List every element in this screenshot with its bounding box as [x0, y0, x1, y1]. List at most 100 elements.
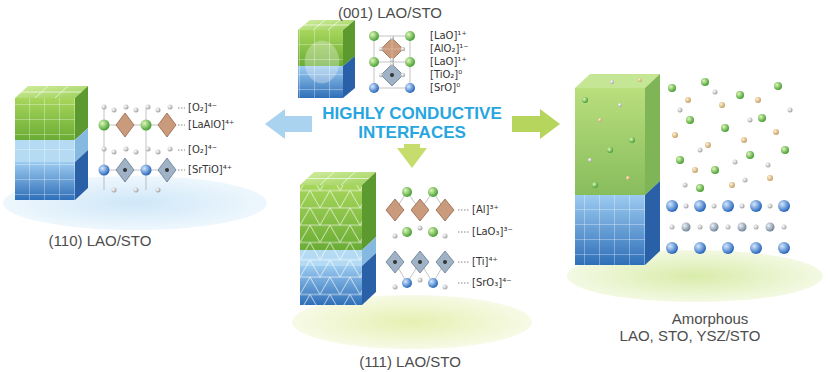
crystal-110: [168, 105, 173, 110]
crystal-amorphous: [698, 225, 703, 230]
crystal-amorphous: [726, 225, 731, 230]
crystal-amorphous: [698, 148, 703, 153]
crystal-001: [369, 31, 379, 41]
layer-charge-label: [AlO₂]¹⁻: [430, 42, 469, 56]
layer-charge-label: [Ti]⁴⁺: [472, 255, 498, 269]
crystal-amorphous: [722, 242, 734, 254]
crystal-amorphous: [767, 175, 773, 181]
crystal-amorphous: [743, 178, 748, 183]
crystal-001: [405, 57, 415, 67]
crystal-001: [390, 58, 394, 62]
crystal-amorphous: [748, 118, 753, 123]
label-anchor: [O₂]⁴⁻: [188, 101, 217, 115]
crystal-111: [443, 285, 448, 290]
crystal-amorphous: [686, 116, 694, 124]
cube-110: [15, 98, 75, 200]
cube-amorphous: [575, 195, 645, 265]
crystal-001: [405, 83, 415, 93]
crystal-111: [402, 278, 412, 288]
headline-text: HIGHLY CONDUCTIVE INTERFACES: [312, 104, 512, 142]
cube-amorphous: [629, 137, 635, 143]
crystal-amorphous: [746, 151, 754, 159]
crystal-111: [386, 251, 404, 273]
crystal-001: [369, 57, 379, 67]
layer-charge-label: [LaO]¹⁺: [430, 55, 467, 69]
crystal-001: [401, 73, 405, 77]
crystal-amorphous: [684, 204, 689, 209]
crystal-amorphous: [788, 108, 793, 113]
crystal-amorphous: [781, 146, 789, 154]
crystal-amorphous: [711, 166, 719, 174]
cube-001: [298, 30, 343, 98]
crystal-amorphous: [713, 90, 718, 95]
layer-charge-label: [O₂]⁴⁻: [188, 143, 217, 157]
label-anchor: [LaO₃]³⁻: [472, 225, 513, 239]
crystal-amorphous: [778, 242, 790, 254]
cube-amorphous: [575, 88, 645, 195]
crystal-111: [428, 227, 438, 237]
crystal-110: [99, 120, 110, 131]
crystal-amorphous: [678, 108, 683, 113]
crystal-111: [395, 192, 445, 283]
layer-charge-label: [SrO]⁰: [430, 81, 460, 95]
cube-111: [362, 253, 376, 305]
crystal-111: [411, 251, 429, 273]
crystal-110: [116, 158, 134, 182]
crystal-001: [390, 62, 394, 66]
crystal-amorphous: [666, 200, 678, 212]
cube-amorphous: [618, 103, 622, 107]
crystal-111: [436, 199, 454, 221]
crystal-001: [369, 31, 415, 93]
panel-amorphous: Amorphous LAO, STO, YSZ/STO: [560, 65, 825, 357]
crystal-001: [405, 31, 415, 41]
crystal-amorphous: [766, 223, 775, 232]
crystal-amorphous: [668, 84, 676, 92]
label-anchor: [TiO₂]⁰: [430, 68, 462, 82]
cube-111: [307, 172, 369, 185]
panel-title: Amorphous LAO, STO, YSZ/STO: [615, 310, 765, 344]
crystal-111: [458, 210, 469, 283]
crystal-001: [381, 38, 403, 60]
crystal-111: [393, 285, 398, 290]
crystal-111: [418, 278, 423, 283]
crystal-111: [402, 227, 412, 237]
crystal-110: [168, 147, 173, 152]
cube-amorphous: [588, 158, 592, 162]
crystal-amorphous: [712, 204, 717, 209]
crystal-amorphous: [694, 242, 706, 254]
crystal-amorphous: [666, 78, 793, 254]
headline: HIGHLY CONDUCTIVE INTERFACES: [312, 104, 512, 144]
label-anchor: [AlO₂]¹⁻: [430, 42, 469, 56]
cube-amorphous: [607, 147, 613, 153]
crystal-111: [418, 226, 423, 231]
label-anchor: [O₂]⁴⁻: [188, 143, 217, 157]
crystal-amorphous: [676, 156, 684, 164]
crystal-amorphous: [736, 91, 744, 99]
label-anchor: [LaO]¹⁺: [430, 29, 467, 43]
cube-001: [304, 20, 349, 30]
crystal-110: [124, 147, 129, 152]
crystal-110: [102, 147, 107, 152]
crystal-amorphous: [754, 225, 759, 230]
crystal-amorphous: [721, 124, 729, 132]
crystal-110: [158, 158, 176, 182]
label-anchor: [Al]³⁺: [472, 203, 499, 217]
crystal-amorphous: [685, 97, 691, 103]
crystal-111: [443, 234, 448, 239]
cube-amorphous: [575, 74, 660, 265]
crystal-amorphous: [722, 200, 734, 212]
crystal-001: [369, 83, 379, 93]
crystal-111: [428, 187, 438, 197]
cube-amorphous: [582, 97, 588, 103]
crystal-111: [418, 260, 422, 264]
panel-title: (110) LAO/STO: [35, 232, 165, 249]
label-anchor: [LaAlO]⁴⁺: [188, 118, 234, 132]
cube-110: [22, 86, 82, 98]
crystal-110: [141, 120, 152, 131]
crystal-amorphous: [778, 200, 790, 212]
crystal-amorphous: [750, 242, 762, 254]
label-anchor: [Ti]⁴⁺: [472, 255, 498, 269]
crystal-110: [112, 188, 117, 193]
crystal-amorphous: [692, 167, 698, 173]
layer-charge-label: [TiO₂]⁰: [430, 68, 462, 82]
